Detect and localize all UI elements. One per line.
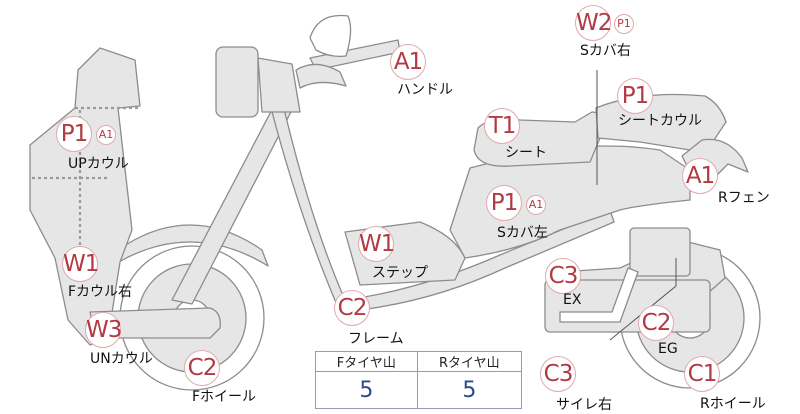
- front-tire-value: 5: [315, 371, 418, 409]
- front-fender: [111, 224, 269, 267]
- part-label-engine: EG: [658, 341, 678, 357]
- grade-badge-frame: C2: [334, 290, 370, 326]
- part-label-rear-wheel: Rホイール: [700, 396, 766, 412]
- handle-grip: [295, 63, 347, 89]
- part-label-step: ステップ: [372, 265, 428, 281]
- part-label-seat-cover-right: Sカバ右: [580, 43, 631, 59]
- part-label-frame: フレーム: [348, 331, 404, 347]
- part-label-exhaust: EX: [563, 292, 582, 308]
- grade-badge-front-cowl-right: W1: [62, 246, 99, 282]
- grade-badge-engine: C2: [638, 305, 674, 341]
- grade-badge-rear-wheel: C1: [684, 356, 720, 392]
- grade-badge-up-cowl: P1: [56, 116, 92, 152]
- grade-badge-seat-cover-right-sub: P1: [614, 14, 634, 34]
- part-label-front-wheel: Fホイール: [192, 389, 257, 405]
- grade-badge-seat-cover-left-sub: A1: [526, 195, 546, 215]
- grade-badge-up-cowl-sub: A1: [96, 125, 116, 145]
- part-label-seat: シート: [505, 145, 547, 161]
- exhaust-pipe: [559, 267, 639, 323]
- grade-badge-silencer-right: C3: [540, 356, 576, 392]
- air-box: [629, 227, 691, 277]
- mirror: [309, 14, 352, 58]
- rear-tire-value: 5: [416, 371, 523, 409]
- rear-tire-header: Rタイヤ山: [416, 351, 523, 372]
- under-cowl: [89, 307, 221, 339]
- grade-badge-exhaust: C3: [545, 258, 581, 294]
- grade-badge-rear-fender: A1: [682, 158, 718, 194]
- part-label-under-cowl: UNカウル: [90, 351, 153, 367]
- part-label-handle: ハンドル: [397, 82, 453, 98]
- front-cowl: [29, 47, 141, 346]
- frame-tube: [269, 99, 615, 313]
- front-tire-header: Fタイヤ山: [315, 351, 418, 372]
- grade-badge-seat: T1: [484, 108, 520, 144]
- headlight-housing: [257, 57, 301, 113]
- part-label-up-cowl: UPカウル: [68, 156, 129, 172]
- grade-badge-seat-cover-left: P1: [486, 185, 522, 221]
- grade-badge-step: W1: [358, 226, 395, 262]
- part-label-silencer-right: サイレ右: [556, 397, 612, 413]
- tire-tread-table: Fタイヤ山 Rタイヤ山 5 5: [315, 351, 523, 409]
- grade-badge-front-wheel: C2: [184, 350, 220, 386]
- part-label-seat-cowl: シートカウル: [618, 113, 702, 129]
- grade-badge-under-cowl: W3: [85, 312, 122, 348]
- part-label-front-cowl-right: Fカウル右: [68, 284, 133, 300]
- engine-leader: [609, 258, 677, 341]
- grade-badge-handle: A1: [390, 44, 426, 80]
- grade-badge-seat-cover-right: W2: [575, 5, 612, 41]
- headlight: [215, 46, 259, 118]
- part-label-rear-fender: Rフェン: [718, 190, 770, 206]
- grade-badge-seat-cowl: P1: [617, 78, 653, 114]
- part-label-seat-cover-left: Sカバ左: [497, 225, 548, 241]
